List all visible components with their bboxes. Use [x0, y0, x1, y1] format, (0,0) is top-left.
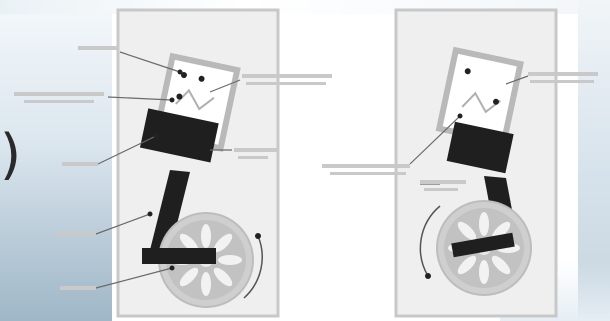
right-engine-panel [322, 10, 598, 316]
left-crank-arm [142, 248, 216, 264]
left-engine-panel [14, 10, 332, 316]
